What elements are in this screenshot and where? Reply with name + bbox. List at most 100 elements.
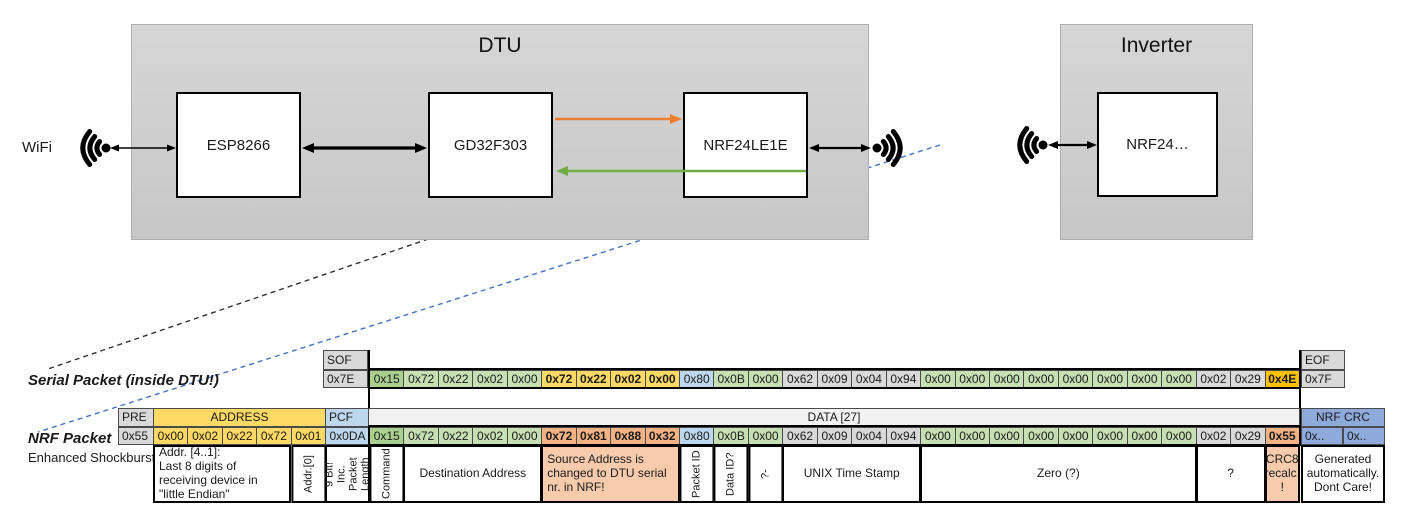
serial-byte-cell: 0x00 bbox=[954, 370, 990, 388]
serial-byte-cell: 0x02 bbox=[1195, 370, 1232, 388]
serial-byte-cell: 0x15 bbox=[369, 370, 405, 388]
nrf-byte-cell: 0x00 bbox=[747, 427, 784, 445]
inverter-antenna-arrow bbox=[1048, 141, 1097, 149]
nrf-crc-byte-cell: 0x.. bbox=[1301, 427, 1343, 445]
serial-byte-cell: 0x00 bbox=[747, 370, 784, 388]
pcf-byte-cell: 0x0DA bbox=[325, 427, 370, 445]
nrf-byte-cell: 0x72 bbox=[541, 427, 577, 445]
serial-byte-cell: 0x02 bbox=[472, 370, 508, 388]
nrf-byte-cell: 0x00 bbox=[920, 427, 956, 445]
nrf-byte-cell: 0x88 bbox=[610, 427, 646, 445]
nrf-byte-cell: 0x29 bbox=[1230, 427, 1266, 445]
wifi-label: WiFi bbox=[22, 139, 52, 156]
nrf-byte-cell: 0x09 bbox=[816, 427, 853, 445]
component-nrf24le1e-label: NRF24LE1E bbox=[703, 136, 788, 154]
annotation-cell: Destination Address bbox=[403, 445, 543, 503]
pre-header-cell: PRE bbox=[118, 408, 154, 427]
nrf-crc-header-cell: NRF CRC bbox=[1301, 408, 1385, 427]
nrf-byte-cell: 0x55 bbox=[1264, 427, 1300, 445]
nrf-byte-cell: 0x02 bbox=[472, 427, 508, 445]
nrf-byte-cell: 0x32 bbox=[644, 427, 680, 445]
nrf-byte-cell: 0x02 bbox=[1195, 427, 1232, 445]
serial-byte-cell: 0x00 bbox=[920, 370, 956, 388]
wifi-icon bbox=[80, 129, 111, 167]
address-byte-cell: 0x00 bbox=[153, 427, 189, 445]
component-esp8266-label: ESP8266 bbox=[206, 136, 271, 154]
nrf-byte-cell: 0x94 bbox=[885, 427, 922, 445]
serial-byte-cell: 0x22 bbox=[437, 370, 474, 388]
annotation-cell: Generated automatically. Dont Care! bbox=[1301, 445, 1385, 503]
dtu-title: DTU bbox=[478, 34, 522, 57]
gd32-to-nrf-arrow bbox=[555, 114, 682, 124]
serial-byte-cell: 0x4E bbox=[1264, 370, 1300, 388]
nrf-byte-cell: 0x04 bbox=[851, 427, 887, 445]
annotation-cell: Data ID? bbox=[713, 445, 749, 503]
serial-byte-cell: 0x09 bbox=[816, 370, 853, 388]
nrf-byte-cell: 0x00 bbox=[989, 427, 1025, 445]
nrf-byte-cell: 0x00 bbox=[506, 427, 543, 445]
serial-byte-cell: 0x00 bbox=[1126, 370, 1163, 388]
serial-byte-cell: 0x00 bbox=[1023, 370, 1059, 388]
nrf-byte-cell: 0x00 bbox=[1023, 427, 1059, 445]
wifi-esp-arrow bbox=[110, 144, 176, 152]
nrf-byte-cell: 0x0B bbox=[713, 427, 749, 445]
annotation-cell: ?- bbox=[747, 445, 784, 503]
annotation-cell: UNIX Time Stamp bbox=[782, 445, 922, 503]
serial-byte-cell: 0x00 bbox=[506, 370, 543, 388]
component-nrf24-inverter: NRF24… bbox=[1097, 92, 1218, 197]
annotation-cell: Packet ID bbox=[679, 445, 715, 503]
annotation-cell: Addr. [4..1]: Last 8 digits of receiving… bbox=[153, 445, 291, 503]
serial-byte-cell: 0x22 bbox=[575, 370, 612, 388]
annotation-cell: Source Address is changed to DTU serial … bbox=[541, 445, 680, 503]
nrf-byte-cell: 0x15 bbox=[369, 427, 405, 445]
address-byte-cell: 0x02 bbox=[187, 427, 223, 445]
serial-byte-cell: 0x00 bbox=[1092, 370, 1128, 388]
serial-byte-cell: 0x02 bbox=[610, 370, 646, 388]
serial-byte-cell: 0x00 bbox=[1057, 370, 1094, 388]
pre-byte-cell: 0x55 bbox=[118, 427, 154, 445]
serial-byte-cell: 0x00 bbox=[1161, 370, 1197, 388]
address-byte-cell: 0x22 bbox=[221, 427, 258, 445]
serial-byte-cell: 0x72 bbox=[541, 370, 577, 388]
serial-packet-label: Serial Packet (inside DTU!) bbox=[28, 372, 219, 389]
nrf-byte-cell: 0x00 bbox=[954, 427, 990, 445]
nrf-byte-cell: 0x62 bbox=[782, 427, 818, 445]
component-gd32f303-label: GD32F303 bbox=[453, 136, 528, 154]
inverter-radio-icon bbox=[1017, 126, 1048, 164]
inverter-title: Inverter bbox=[1120, 34, 1193, 57]
nrf-byte-cell: 0x00 bbox=[1126, 427, 1163, 445]
component-esp8266: ESP8266 bbox=[176, 92, 301, 198]
pcf-header-cell: PCF bbox=[325, 408, 370, 427]
serial-byte-cell: 0x29 bbox=[1230, 370, 1266, 388]
eof-byte-cell: 0x7F bbox=[1301, 370, 1345, 388]
address-byte-cell: 0x01 bbox=[290, 427, 326, 445]
enhanced-shockburst-label: Enhanced Shockburst bbox=[28, 450, 156, 465]
component-gd32f303: GD32F303 bbox=[428, 92, 553, 198]
nrf-to-gd32-arrow bbox=[556, 166, 806, 176]
address-byte-cell: 0x72 bbox=[256, 427, 292, 445]
annotation-cell: 9 Bit! Inc. Packet Length bbox=[323, 445, 372, 503]
annotation-cell: CRC8 recalc. ! bbox=[1264, 445, 1300, 503]
nrf-byte-cell: 0x80 bbox=[679, 427, 715, 445]
component-nrf24-inverter-label: NRF24… bbox=[1126, 136, 1189, 153]
serial-byte-cell: 0x94 bbox=[885, 370, 922, 388]
nrf-byte-cell: 0x00 bbox=[1057, 427, 1094, 445]
annotation-cell: Command bbox=[369, 445, 405, 503]
nrf-antenna-arrow bbox=[809, 144, 871, 152]
serial-byte-cell: 0x62 bbox=[782, 370, 818, 388]
sof-header-cell: SOF bbox=[323, 350, 368, 370]
serial-byte-cell: 0x0B bbox=[713, 370, 749, 388]
data-region-right-border bbox=[1299, 350, 1301, 445]
dtu-radio-icon bbox=[872, 129, 903, 167]
serial-byte-cell: 0x00 bbox=[989, 370, 1025, 388]
nrf-packet-label: NRF Packet bbox=[28, 430, 112, 447]
nrf-crc-byte-cell: 0x.. bbox=[1343, 427, 1385, 445]
eof-header-cell: EOF bbox=[1301, 350, 1345, 370]
sof-byte-cell: 0x7E bbox=[323, 370, 368, 388]
serial-byte-cell: 0x00 bbox=[644, 370, 680, 388]
address-header-cell: ADDRESS bbox=[153, 408, 326, 427]
serial-byte-cell: 0x80 bbox=[679, 370, 715, 388]
